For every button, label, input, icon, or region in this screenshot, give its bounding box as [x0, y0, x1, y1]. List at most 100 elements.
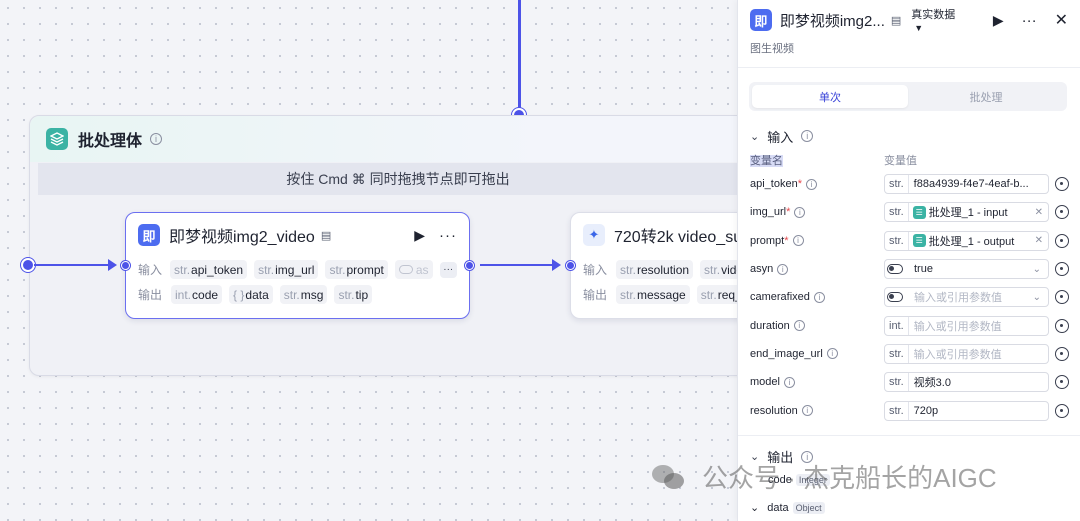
layers-icon: ☰ — [912, 234, 926, 248]
more-inputs-button[interactable]: ··· — [439, 261, 457, 278]
info-icon: i — [794, 206, 806, 218]
output-tag: str.tip — [334, 285, 373, 304]
chevron-down-icon: ⌄ — [750, 451, 760, 464]
close-icon[interactable]: ✕ — [1054, 12, 1068, 29]
variable-picker-icon[interactable] — [1055, 177, 1069, 192]
chevron-down-icon: ⌄ — [1032, 291, 1041, 303]
duration-field[interactable]: int.输入或引用参数值 — [884, 315, 1049, 336]
connection-line — [518, 0, 521, 110]
node-input-port[interactable] — [566, 261, 575, 270]
node-jimeng-video[interactable]: 即 即梦视频img2_video ▤ ▶ ··· 输入 str.api_toke… — [125, 212, 470, 319]
resolution-field[interactable]: str.720p — [884, 400, 1049, 421]
node-output-port[interactable] — [465, 261, 474, 270]
node-title: 720转2k video_su — [614, 229, 737, 246]
input-tag: str.vide — [700, 260, 737, 279]
data-mode-dropdown[interactable]: 真实数据▼ — [911, 9, 956, 33]
info-icon: i — [813, 291, 825, 303]
connection-line — [480, 264, 553, 266]
param-row: prompt*i str.☰批处理_1 - output✕ — [738, 227, 1080, 255]
workflow-canvas[interactable]: 批处理体 i 按住 Cmd ⌘ 同时拖拽节点即可拖出 即 即梦视频img2_vi… — [0, 0, 737, 521]
plugin-icon: ✦ — [583, 224, 605, 246]
clear-icon[interactable]: ✕ — [1034, 235, 1043, 247]
arrow-head-icon — [108, 259, 117, 271]
col-name-header: 变量名 — [750, 155, 783, 167]
api-token-field[interactable]: str.f88a4939-f4e7-4eaf-b... — [884, 174, 1049, 195]
caret-down-icon: ▼ — [914, 23, 924, 33]
info-icon: i — [783, 376, 795, 388]
variable-picker-icon[interactable] — [1055, 233, 1069, 248]
node-input-port[interactable] — [121, 261, 130, 270]
variable-picker-icon[interactable] — [1055, 403, 1069, 418]
input-tag: str.api_token — [170, 260, 248, 279]
input-section-header[interactable]: ⌄ 输入 i — [738, 125, 1080, 147]
end-image-url-field[interactable]: str.输入或引用参数值 — [884, 343, 1049, 364]
variable-picker-icon[interactable] — [1055, 346, 1069, 361]
batch-header[interactable]: 批处理体 i — [30, 116, 737, 162]
play-icon[interactable]: ▶ — [992, 11, 1004, 28]
tab-batch[interactable]: 批处理 — [969, 91, 1003, 104]
variable-picker-icon[interactable] — [1055, 318, 1069, 333]
output-tag: int.code — [171, 285, 223, 304]
variable-picker-icon[interactable] — [1055, 375, 1069, 390]
toggle-icon — [887, 264, 903, 275]
variable-picker-icon[interactable] — [1055, 262, 1069, 277]
info-icon: i — [806, 178, 817, 190]
watermark: 公众号 · 杰克船长的AIGC — [652, 458, 997, 495]
asyn-select[interactable]: true⌄ — [884, 259, 1049, 280]
info-icon: i — [801, 405, 813, 417]
save-icon: ▤ — [320, 229, 332, 242]
output-tag: str.msg — [279, 285, 328, 304]
prompt-field[interactable]: str.☰批处理_1 - output✕ — [884, 230, 1049, 251]
param-row: img_url*i str.☰批处理_1 - input✕ — [738, 198, 1080, 226]
variable-picker-icon[interactable] — [1055, 205, 1069, 220]
img-url-field[interactable]: str.☰批处理_1 - input✕ — [884, 202, 1049, 223]
info-icon: i — [792, 235, 804, 247]
input-tag: as — [394, 260, 433, 279]
info-icon: i — [793, 320, 805, 332]
info-icon[interactable]: i — [801, 450, 814, 463]
panel-subtitle: 图生视频 — [750, 43, 794, 55]
play-icon[interactable]: ▶ — [414, 226, 425, 243]
layers-icon: ☰ — [912, 205, 926, 219]
batch-title: 批处理体 — [78, 133, 143, 150]
clear-icon[interactable]: ✕ — [1034, 206, 1043, 218]
variable-picker-icon[interactable] — [1055, 290, 1069, 305]
tab-single[interactable]: 单次 — [752, 85, 908, 108]
batch-body-port[interactable] — [21, 258, 35, 272]
output-tag: { }data — [229, 285, 273, 304]
chevron-down-icon: ⌄ — [750, 130, 760, 143]
more-icon[interactable]: ··· — [1021, 11, 1037, 29]
node-720-to-2k[interactable]: ✦ 720转2k video_su 输入 str.resolution str.… — [570, 212, 737, 319]
inputs-label: 输入 — [583, 263, 608, 277]
wechat-icon — [652, 463, 684, 491]
chevron-down-icon: ⌄ — [1032, 263, 1041, 275]
connection-line — [34, 264, 109, 266]
output-section-header[interactable]: ⌄ 输出 i — [738, 446, 1080, 468]
node-title: 即梦视频img2_video — [169, 229, 315, 246]
input-tag: str.img_url — [254, 260, 319, 279]
run-mode-tabs: 单次 批处理 — [749, 82, 1067, 111]
info-icon[interactable]: i — [150, 133, 163, 145]
chevron-down-icon: ⌄ — [750, 502, 760, 515]
outputs-label: 输出 — [138, 288, 163, 302]
toggle-icon — [887, 292, 903, 303]
input-tag: str.prompt — [325, 260, 388, 279]
output-tag: str.req_i — [696, 285, 737, 304]
drag-hint: 按住 Cmd ⌘ 同时拖拽节点即可拖出 — [38, 163, 737, 195]
node-detail-panel: 即 即梦视频img2... ▤ 真实数据▼ ▶ ··· ✕ 图生视频 单次 批处… — [737, 0, 1080, 521]
model-field[interactable]: str.视频3.0 — [884, 372, 1049, 393]
col-value-header: 变量值 — [884, 155, 917, 167]
layers-icon — [46, 128, 68, 150]
camerafixed-select[interactable]: 输入或引用参数值⌄ — [884, 287, 1049, 308]
info-icon[interactable]: i — [801, 130, 814, 142]
jimeng-icon: 即 — [138, 224, 160, 246]
more-icon[interactable]: ··· — [439, 226, 457, 244]
toggle-icon — [398, 265, 413, 274]
